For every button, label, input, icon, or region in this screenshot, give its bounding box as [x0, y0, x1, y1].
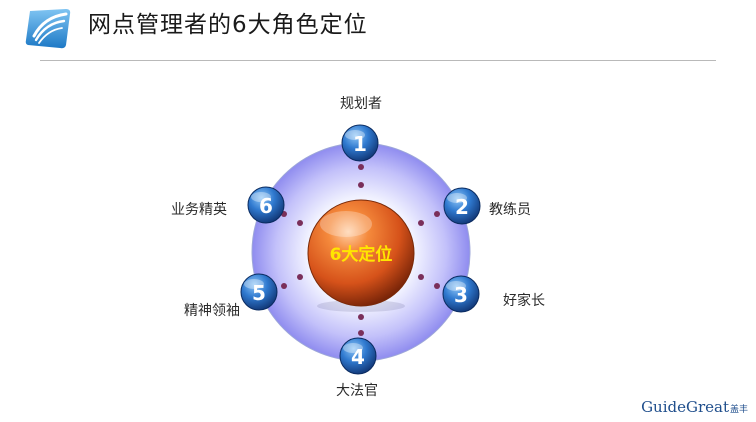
role-node-2: 2 教练员: [443, 187, 531, 225]
role-label: 好家长: [503, 292, 545, 309]
role-label: 大法官: [336, 383, 378, 399]
connector-dots: [281, 164, 440, 336]
wing-logo-icon: [25, 9, 71, 49]
title-divider: [40, 60, 716, 61]
role-label: 精神领袖: [184, 303, 240, 319]
brand-name: GuideGreat: [641, 398, 729, 416]
role-label: 业务精英: [171, 201, 227, 218]
brand-logo: GuideGreat盖丰: [641, 397, 748, 416]
brand-chinese: 盖丰: [729, 405, 748, 415]
role-number: 2: [455, 195, 469, 219]
role-number: 6: [259, 194, 273, 218]
center-sphere: [307, 199, 415, 307]
role-node-1: 1 规划者: [340, 96, 382, 162]
role-number: 1: [353, 132, 367, 156]
page-title: 网点管理者的6大角色定位: [88, 12, 368, 38]
role-number: 5: [252, 281, 266, 305]
role-number: 3: [454, 283, 468, 307]
role-node-5: 5 精神领袖: [184, 273, 278, 319]
company-logo: [24, 5, 74, 51]
role-number: 4: [351, 345, 365, 369]
role-label: 教练员: [489, 202, 531, 218]
role-label: 规划者: [340, 96, 382, 112]
center-label: 6大定位: [330, 244, 393, 265]
role-node-6: 6 业务精英: [171, 186, 285, 224]
role-node-3: 3 好家长: [442, 275, 545, 313]
role-node-4: 4 大法官: [336, 337, 378, 399]
center-highlight: [320, 211, 372, 237]
